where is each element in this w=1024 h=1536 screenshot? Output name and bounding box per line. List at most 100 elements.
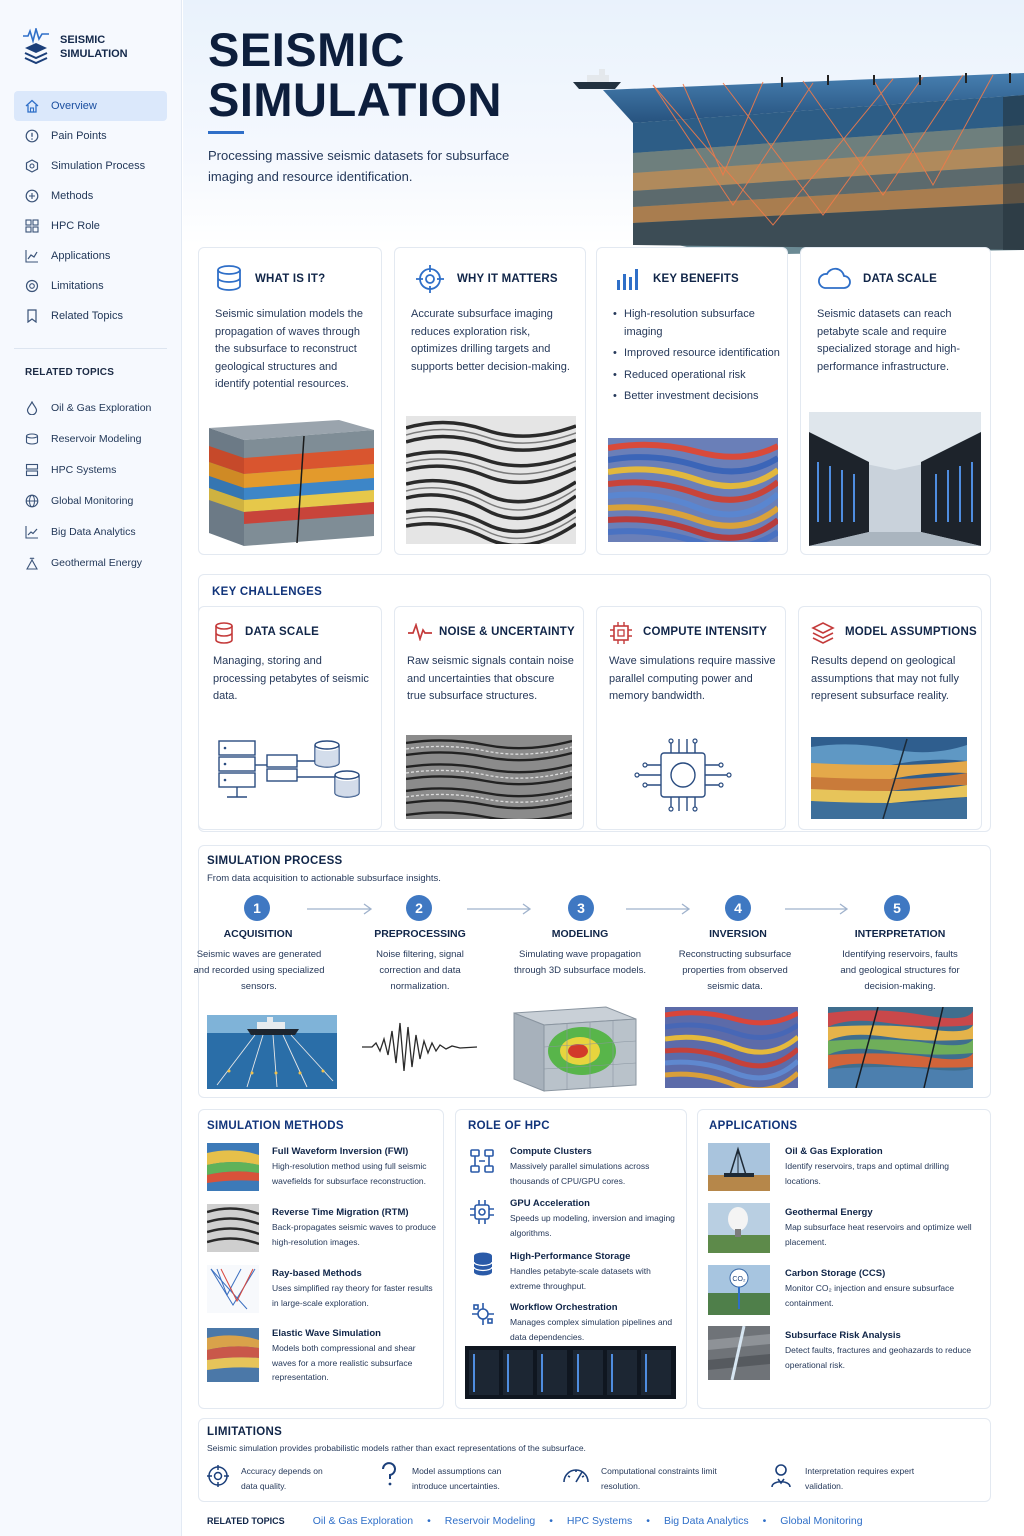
ray-thumbnail [207,1265,259,1313]
seismic-color-section-image [608,438,778,542]
application-item-ccs[interactable]: Carbon Storage (CCS) Monitor CO₂ injecti… [785,1268,985,1310]
step-desc: Noise filtering, signal correction and d… [376,949,464,992]
arrow-icon [785,903,849,915]
sidebar-related-bigdata[interactable]: Big Data Analytics [14,516,174,547]
hpc-desc: Handles petabyte-scale datasets with ext… [510,1266,651,1291]
sidebar-related-reservoir[interactable]: Reservoir Modeling [14,423,174,454]
limitations-section [198,1418,991,1502]
nav-item-simulation-process[interactable]: Simulation Process [14,151,167,181]
sidebar-related-oil-gas[interactable]: Oil & Gas Exploration [14,392,174,423]
application-title: Carbon Storage (CCS) [785,1268,886,1279]
hpc-desc: Manages complex simulation pipelines and… [510,1317,673,1342]
gauge-icon [563,1469,589,1483]
storage-servers-image [218,740,360,798]
footer-label: RELATED TOPICS [207,1516,285,1526]
nav-label: Methods [51,190,94,202]
title-underline [208,131,244,134]
globe-icon [25,494,39,507]
hpc-item-clusters[interactable]: Compute Clusters Massively parallel simu… [510,1146,680,1188]
card-text: Raw seismic signals contain noise and un… [407,655,574,702]
pulse-icon [408,623,432,641]
nav-label: Overview [51,100,97,112]
application-desc: Monitor CO₂ injection and ensure subsurf… [785,1283,955,1308]
footer-link-hpc[interactable]: HPC Systems [566,1515,633,1527]
benefit-item: Better investment decisions [613,388,781,406]
card-text: Results depend on geological assumptions… [811,655,959,702]
seismic-logo-icon [23,28,49,65]
application-desc: Map subsurface heat reservoirs and optim… [785,1222,972,1247]
nav-item-applications[interactable]: Applications [14,241,167,271]
nav-item-pain-points[interactable]: Pain Points [14,121,167,151]
footer-link-oil-gas[interactable]: Oil & Gas Exploration [312,1515,414,1527]
overview-card-data-scale: DATA SCALE Seismic datasets can reach pe… [800,247,991,555]
step-number-2: 2 [406,895,432,921]
overview-card-why: WHY IT MATTERS Accurate subsurface imagi… [394,247,586,555]
application-item-geothermal[interactable]: Geothermal Energy Map subsurface heat re… [785,1207,985,1249]
methods-icon [25,189,39,203]
limitations-heading: LIMITATIONS [207,1426,283,1438]
noisy-seismic-image [406,735,572,819]
database-icon [215,622,233,644]
process-subheading: From data acquisition to actionable subs… [207,873,441,884]
separator-dot: • [646,1515,650,1527]
nav-item-overview[interactable]: Overview [14,91,167,121]
hpc-item-workflow[interactable]: Workflow Orchestration Manages complex s… [510,1302,680,1344]
challenge-card-noise: NOISE & UNCERTAINTY Raw seismic signals … [394,606,584,830]
overview-card-benefits: KEY BENEFITS High-resolution subsurface … [596,247,788,555]
footer-link-global[interactable]: Global Monitoring [780,1515,863,1527]
carbon-storage-image: CO₂ [708,1265,770,1315]
cloud-icon [818,267,851,289]
step-label-acquisition: ACQUISITION [223,928,293,940]
sidebar-related-hpc[interactable]: HPC Systems [14,454,174,485]
sidebar-related-geothermal[interactable]: Geothermal Energy [14,547,174,578]
application-item-oil-gas[interactable]: Oil & Gas Exploration Identify reservoir… [785,1146,985,1188]
card-title: NOISE & UNCERTAINTY [439,626,575,638]
database-icon [217,265,241,291]
nav-item-methods[interactable]: Methods [14,181,167,211]
step-label-inversion: INVERSION [709,928,767,940]
footer-link-reservoir[interactable]: Reservoir Modeling [444,1515,536,1527]
workflow-icon [472,1303,494,1325]
application-desc: Detect faults, fractures and geohazards … [785,1345,972,1370]
nav-label: HPC Role [51,220,100,232]
limitation-text: Model assumptions can introduce uncertai… [412,1466,502,1491]
application-item-risk[interactable]: Subsurface Risk Analysis Detect faults, … [785,1330,985,1372]
side-nav: Overview Pain Points Simulation Process … [14,91,167,331]
card-title: COMPUTE INTENSITY [643,626,768,638]
layers-icon [811,622,835,644]
hpc-item-gpu[interactable]: GPU Acceleration Speeds up modeling, inv… [510,1198,680,1240]
application-desc: Identify reservoirs, traps and optimal d… [785,1161,949,1186]
step-label-preprocessing: PREPROCESSING [374,928,466,940]
nav-item-related-topics[interactable]: Related Topics [14,301,167,331]
step-desc: Identifying reservoirs, faults and geolo… [840,949,960,992]
target-icon [207,1465,229,1487]
arrow-icon [626,903,691,915]
inversion-section-image [665,1007,798,1088]
nav-item-limitations[interactable]: Limitations [14,271,167,301]
acquisition-ship-image [207,1015,337,1089]
drop-icon [26,400,38,415]
challenge-card-compute: COMPUTE INTENSITY Wave simulations requi… [596,606,786,830]
method-item-elastic[interactable]: Elastic Wave Simulation Models both comp… [272,1328,437,1385]
step-number-1: 1 [244,895,270,921]
step-number-3: 3 [568,895,594,921]
card-title: WHY IT MATTERS [457,273,558,285]
fwi-thumbnail [207,1143,259,1191]
benefit-item: Improved resource identification [613,345,781,363]
card-text: Seismic simulation models the propagatio… [215,308,363,390]
method-item-rtm[interactable]: Reverse Time Migration (RTM) Back-propag… [272,1207,437,1249]
sidebar-related-global[interactable]: Global Monitoring [14,485,174,516]
limits-icon [25,279,39,293]
arrow-icon [467,903,532,915]
footer-link-bigdata[interactable]: Big Data Analytics [663,1515,749,1527]
method-item-ray[interactable]: Ray-based Methods Uses simplified ray th… [272,1268,437,1310]
limitation-text: Accuracy depends on data quality. [241,1466,323,1491]
nav-item-hpc-role[interactable]: HPC Role [14,211,167,241]
hpc-heading: ROLE OF HPC [468,1120,550,1132]
processor-diagram-image [634,738,732,812]
related-label: Global Monitoring [51,494,134,507]
method-item-fwi[interactable]: Full Waveform Inversion (FWI) High-resol… [272,1146,437,1188]
method-desc: Back-propagates seismic waves to produce… [272,1222,436,1247]
hpc-item-storage[interactable]: High-Performance Storage Handles petabyt… [510,1251,680,1293]
